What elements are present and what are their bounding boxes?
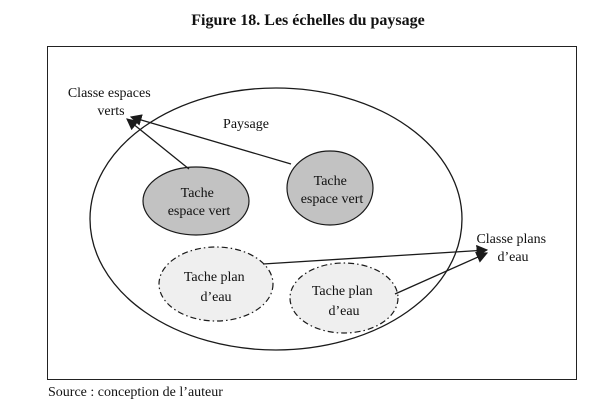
arrow-left-water-to-class bbox=[262, 244, 489, 265]
tache-plan-eau-right-label: Tache plan d’eau bbox=[312, 284, 376, 319]
tache-plan-eau-left bbox=[158, 246, 274, 322]
tache-espace-vert-left-label: Tache espace vert bbox=[168, 186, 231, 219]
tache-plan-eau-left-label: Tache plan d’eau bbox=[184, 270, 248, 305]
paysage-label: Paysage bbox=[223, 117, 269, 132]
source-caption: Source : conception de l’auteur bbox=[48, 385, 223, 400]
arrow-left-green-to-class bbox=[126, 118, 190, 170]
paysage-ellipse bbox=[89, 87, 463, 351]
arrow-right-water-to-class bbox=[394, 251, 489, 295]
tache-espace-vert-right bbox=[286, 150, 374, 226]
tache-espace-vert-left bbox=[142, 166, 250, 236]
classe-plans-eau-label: Classe plans d’eau bbox=[476, 232, 549, 265]
figure-frame bbox=[47, 46, 577, 380]
arrow-right-green-to-class bbox=[129, 114, 292, 165]
figure-title: Figure 18. Les échelles du paysage bbox=[191, 12, 425, 29]
tache-espace-vert-right-label: Tache espace vert bbox=[301, 174, 364, 207]
tache-plan-eau-right bbox=[289, 262, 399, 334]
classe-espaces-verts-label: Classe espaces verts bbox=[68, 86, 154, 119]
